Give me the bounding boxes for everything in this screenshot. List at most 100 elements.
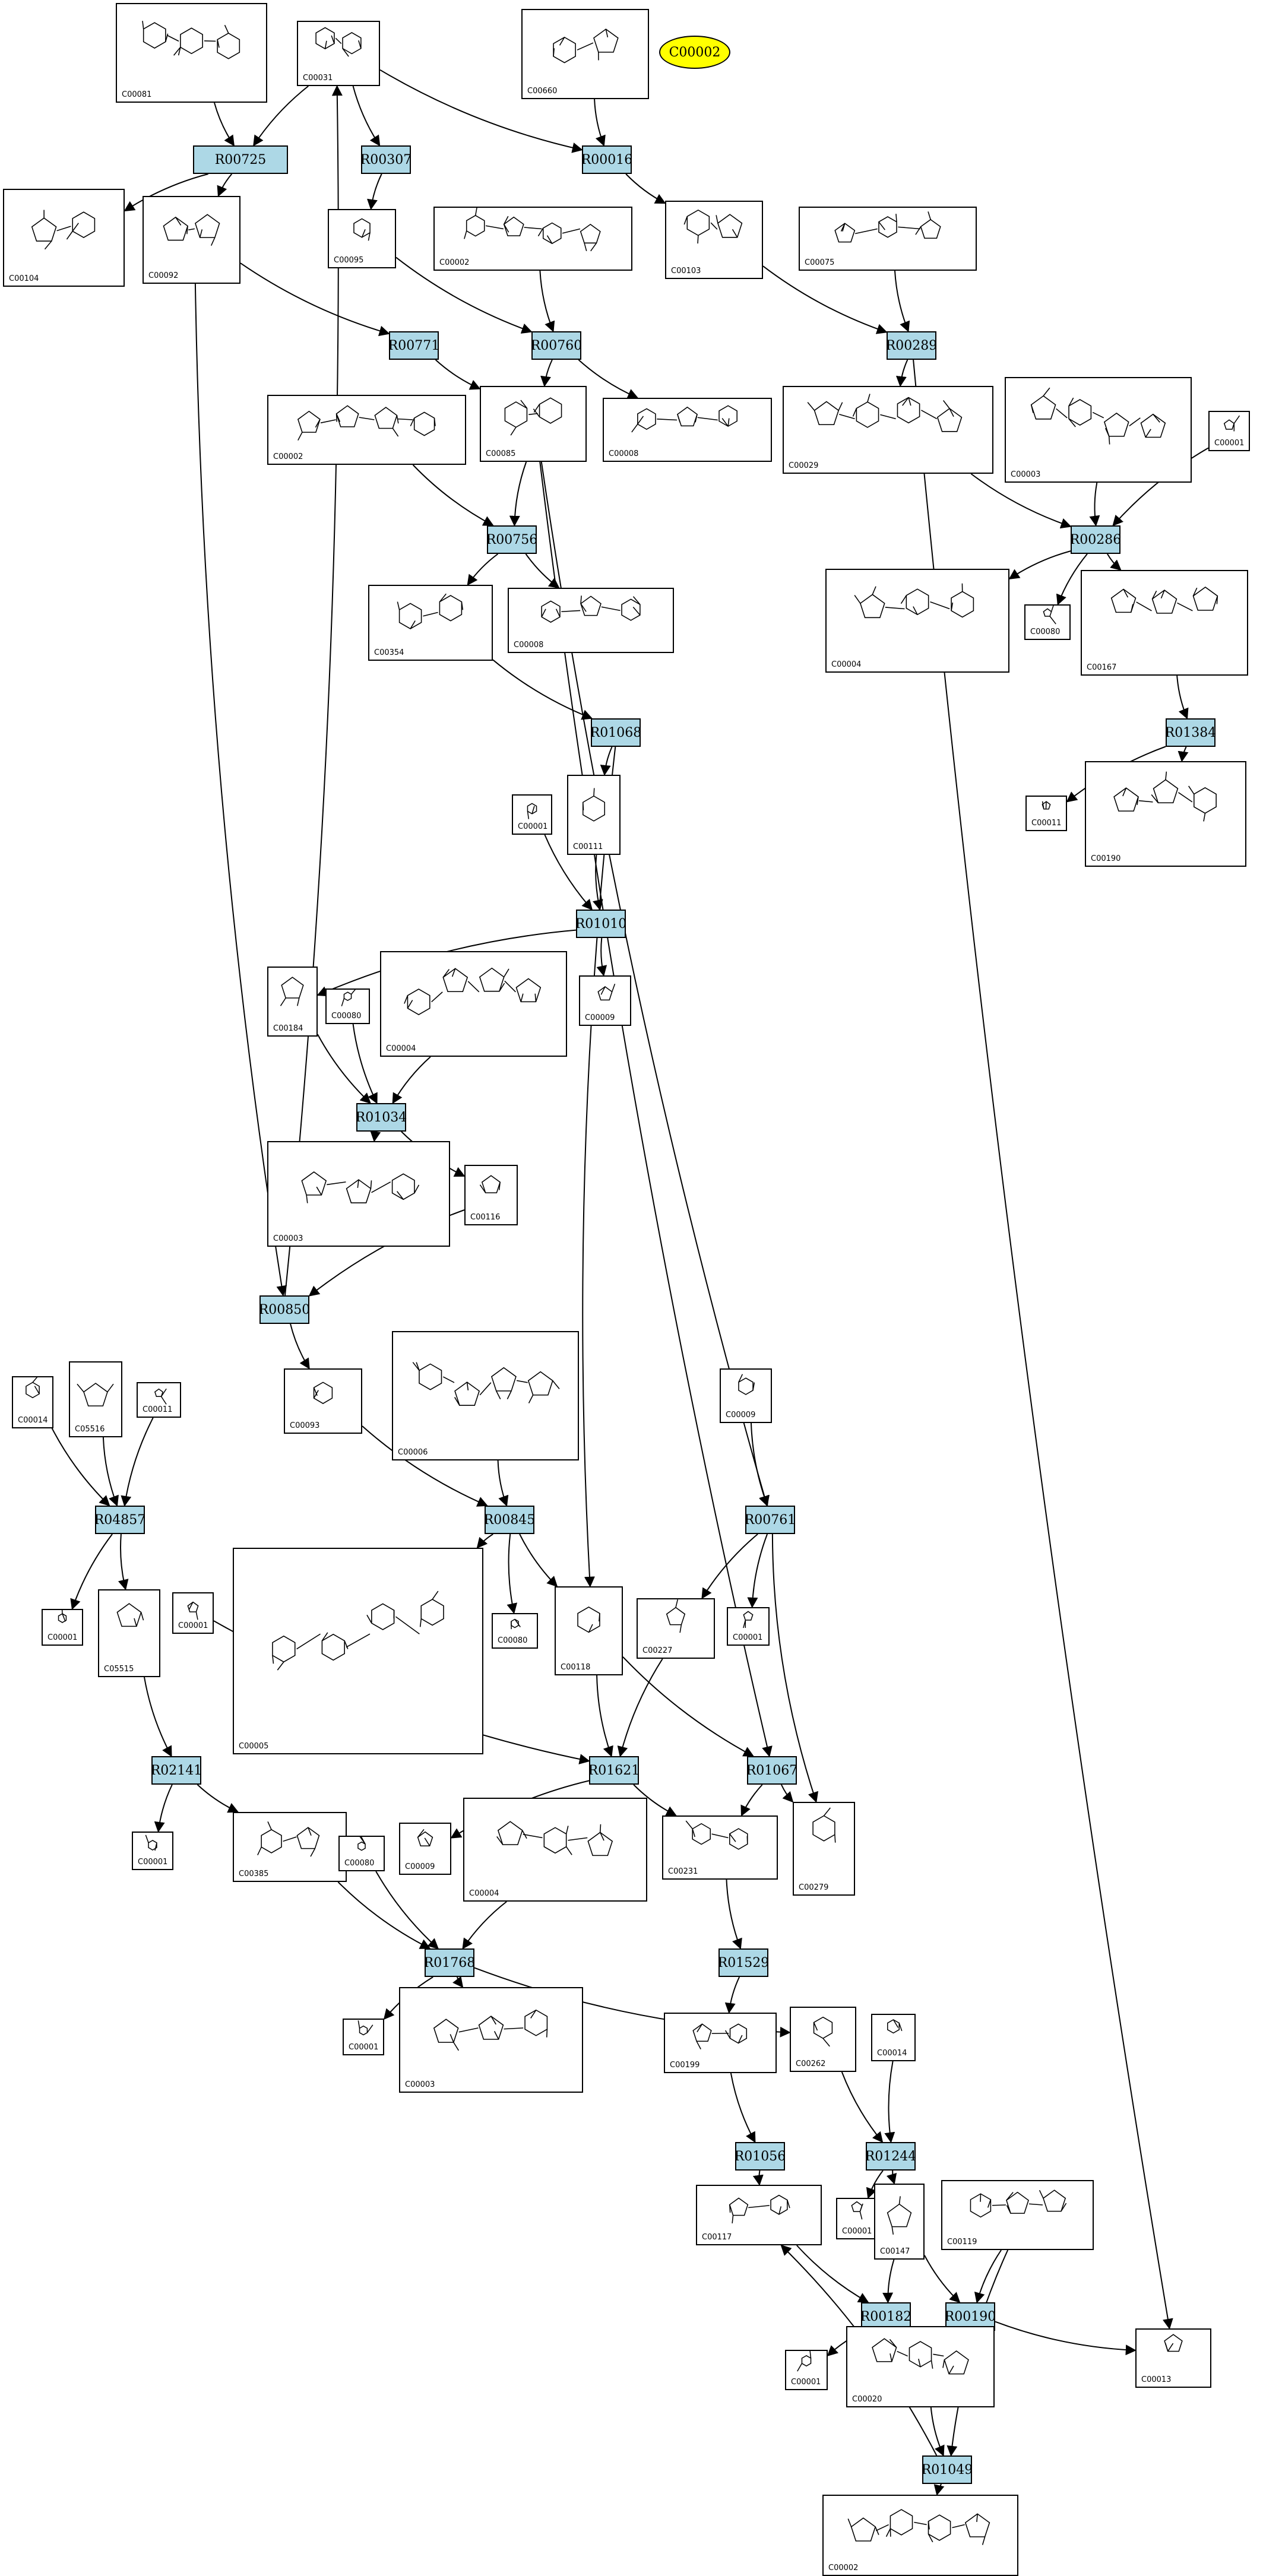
compound-node-c00002[interactable]: C00002 (433, 207, 632, 271)
compound-node-c00004[interactable]: C00004 (380, 951, 567, 1057)
reaction-node-r01068[interactable]: R01068 (591, 718, 641, 747)
compound-node-c00354[interactable]: C00354 (368, 585, 493, 661)
compound-node-c05516[interactable]: C05516 (69, 1361, 122, 1437)
compound-node-c00147[interactable]: C00147 (874, 2184, 925, 2260)
compound-node-c00092[interactable]: C00092 (143, 196, 240, 284)
compound-node-c00262[interactable]: C00262 (790, 2007, 856, 2072)
compound-node-c00119[interactable]: C00119 (941, 2180, 1094, 2250)
compound-node-c00199[interactable]: C00199 (664, 2013, 777, 2073)
compound-node-c00227[interactable]: C00227 (637, 1598, 715, 1659)
compound-node-c00116[interactable]: C00116 (464, 1165, 518, 1225)
reaction-node-r01067[interactable]: R01067 (747, 1756, 797, 1785)
compound-node-c00279[interactable]: C00279 (793, 1802, 855, 1896)
compound-node-c00081[interactable]: C00081 (116, 3, 267, 103)
compound-node-c00004[interactable]: C00004 (463, 1798, 647, 1902)
compound-id-label: C00190 (1091, 855, 1120, 863)
compound-node-c00085[interactable]: C00085 (480, 386, 587, 462)
compound-node-c00190[interactable]: C00190 (1085, 761, 1246, 867)
compound-node-c00080[interactable]: C00080 (338, 1836, 385, 1871)
compound-id-label: C00080 (1030, 628, 1060, 636)
reaction-node-r00850[interactable]: R00850 (259, 1295, 309, 1324)
compound-node-c00103[interactable]: C00103 (665, 201, 763, 279)
compound-id-label: C00262 (796, 2060, 825, 2068)
reaction-node-r00756[interactable]: R00756 (487, 525, 537, 554)
compound-node-c00080[interactable]: C00080 (1024, 604, 1071, 640)
reaction-node-r00307[interactable]: R00307 (361, 145, 411, 174)
reaction-node-r00289[interactable]: R00289 (887, 331, 936, 360)
compound-node-c00002[interactable]: C00002 (267, 395, 466, 465)
target-compound-node[interactable]: C00002 (659, 36, 730, 69)
compound-node-c00001[interactable]: C00001 (343, 2019, 384, 2055)
reaction-node-r00771[interactable]: R00771 (389, 331, 439, 360)
compound-node-c00184[interactable]: C00184 (267, 967, 318, 1037)
compound-id-label: C00001 (138, 1858, 167, 1866)
compound-node-c00005[interactable]: C00005 (233, 1548, 483, 1754)
compound-id-label: C00014 (18, 1417, 48, 1424)
compound-node-c00001[interactable]: C00001 (727, 1607, 770, 1646)
compound-node-c00167[interactable]: C00167 (1081, 570, 1248, 676)
reaction-node-r01010[interactable]: R01010 (576, 910, 626, 938)
reaction-node-r00760[interactable]: R00760 (531, 331, 581, 360)
compound-node-c00231[interactable]: C00231 (662, 1815, 778, 1880)
compound-node-c00660[interactable]: C00660 (521, 9, 649, 99)
compound-id-label: C00184 (273, 1025, 303, 1032)
compound-node-c00117[interactable]: C00117 (696, 2185, 822, 2245)
compound-node-c05515[interactable]: C05515 (98, 1589, 160, 1677)
reaction-node-r01384[interactable]: R01384 (1166, 718, 1215, 747)
compound-node-c00029[interactable]: C00029 (783, 386, 993, 474)
reaction-node-r01049[interactable]: R01049 (922, 2455, 972, 2484)
compound-node-c00008[interactable]: C00008 (508, 588, 674, 653)
reaction-node-r04857[interactable]: R04857 (95, 1506, 145, 1534)
reaction-node-r00286[interactable]: R00286 (1071, 525, 1120, 554)
compound-node-c00001[interactable]: C00001 (512, 794, 552, 835)
compound-node-c00001[interactable]: C00001 (42, 1609, 83, 1646)
compound-node-c00001[interactable]: C00001 (132, 1832, 173, 1870)
reaction-node-r01529[interactable]: R01529 (718, 1948, 768, 1977)
reaction-node-r00845[interactable]: R00845 (485, 1506, 534, 1534)
compound-node-c00093[interactable]: C00093 (284, 1368, 362, 1434)
compound-node-c00001[interactable]: C00001 (785, 2350, 828, 2390)
compound-node-c00385[interactable]: C00385 (233, 1812, 347, 1882)
reaction-node-r00761[interactable]: R00761 (745, 1506, 795, 1534)
compound-node-c00003[interactable]: C00003 (267, 1141, 450, 1247)
compound-node-c00009[interactable]: C00009 (579, 975, 631, 1026)
structure-drawing (1006, 378, 1191, 481)
compound-node-c00008[interactable]: C00008 (603, 398, 772, 462)
reaction-node-r01621[interactable]: R01621 (589, 1756, 639, 1785)
compound-node-c00080[interactable]: C00080 (492, 1613, 538, 1649)
compound-node-c00111[interactable]: C00111 (567, 775, 621, 855)
compound-node-c00080[interactable]: C00080 (325, 988, 370, 1024)
compound-node-c00031[interactable]: C00031 (297, 21, 380, 86)
compound-node-c00004[interactable]: C00004 (825, 569, 1009, 673)
compound-node-c00003[interactable]: C00003 (1005, 377, 1192, 483)
compound-node-c00006[interactable]: C00006 (392, 1331, 579, 1460)
compound-node-c00075[interactable]: C00075 (799, 207, 977, 271)
compound-node-c00118[interactable]: C00118 (555, 1586, 623, 1675)
compound-node-c00095[interactable]: C00095 (328, 209, 396, 268)
compound-node-c00014[interactable]: C00014 (871, 2014, 916, 2061)
compound-node-c00011[interactable]: C00011 (137, 1382, 181, 1418)
compound-node-c00013[interactable]: C00013 (1135, 2328, 1211, 2388)
compound-node-c00001[interactable]: C00001 (172, 1592, 214, 1634)
compound-node-c00014[interactable]: C00014 (12, 1376, 53, 1428)
reaction-node-r02141[interactable]: R02141 (151, 1756, 201, 1785)
compound-id-label: C00001 (791, 2378, 821, 2386)
compound-node-c00020[interactable]: C00020 (846, 2326, 995, 2407)
compound-id-label: C00199 (670, 2061, 699, 2069)
compound-node-c00001[interactable]: C00001 (836, 2198, 878, 2239)
structure-drawing (400, 1988, 582, 2092)
compound-node-c00009[interactable]: C00009 (720, 1368, 772, 1423)
compound-node-c00009[interactable]: C00009 (399, 1823, 451, 1875)
compound-node-c00011[interactable]: C00011 (1025, 796, 1067, 831)
compound-node-c00002[interactable]: C00002 (822, 2495, 1018, 2576)
compound-id-label: C00004 (469, 1890, 499, 1897)
reaction-node-r01056[interactable]: R01056 (735, 2142, 785, 2171)
reaction-node-r01244[interactable]: R01244 (866, 2142, 916, 2171)
reaction-node-r00725[interactable]: R00725 (193, 145, 288, 174)
compound-node-c00003[interactable]: C00003 (399, 1987, 583, 2093)
reaction-node-r01768[interactable]: R01768 (425, 1948, 474, 1977)
compound-node-c00104[interactable]: C00104 (3, 189, 125, 287)
reaction-node-r01034[interactable]: R01034 (356, 1103, 406, 1132)
compound-node-c00001[interactable]: C00001 (1208, 411, 1250, 451)
reaction-node-r00016[interactable]: R00016 (582, 145, 632, 174)
